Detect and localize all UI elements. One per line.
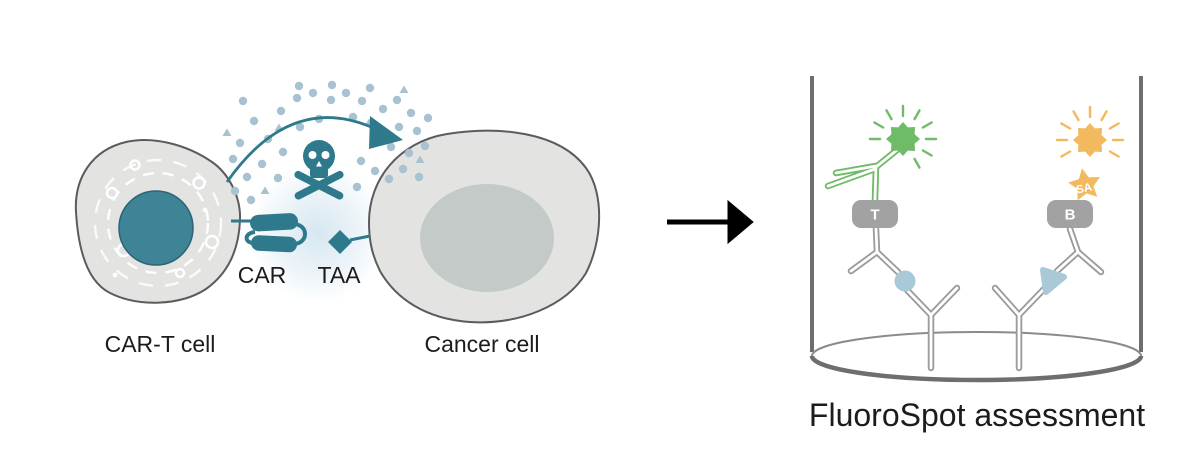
detection-antibody-t <box>847 225 902 276</box>
tcell-nucleus <box>118 190 194 266</box>
analyte-cytokine-triangle <box>1040 267 1067 295</box>
tag-b-badge: B <box>1047 200 1093 228</box>
capture-antibody-left <box>902 284 961 372</box>
car-t-cell <box>74 139 242 304</box>
tag-t-label: T <box>870 207 879 224</box>
fluorophore-green-rays <box>868 104 938 169</box>
secretion-arc <box>225 116 403 183</box>
tag-b-label: B <box>1065 207 1076 224</box>
streptavidin-label: SA <box>1075 181 1093 196</box>
fluorophore-green-icon <box>868 104 938 169</box>
car-t-cell-label: CAR-T cell <box>104 331 216 357</box>
fluorophore-orange-rays <box>1055 105 1125 158</box>
synapse-glow <box>248 163 388 303</box>
car-label: CAR <box>237 262 287 288</box>
cancer-cell <box>367 129 601 324</box>
cancer-nucleus <box>420 184 554 292</box>
detection-antibody-b <box>1053 225 1105 276</box>
streptavidin-star: SA <box>1068 168 1100 201</box>
analyte-cytokine-circle <box>894 270 916 292</box>
tag-t-badge: T <box>852 200 898 228</box>
fluorospot-caption: FluoroSpot assessment <box>808 397 1146 433</box>
assay-well: SA T B <box>809 76 1144 383</box>
taa-antigen <box>328 230 371 254</box>
transition-arrow-icon <box>667 199 754 245</box>
taa-label: TAA <box>317 262 361 288</box>
fluorophore-orange-icon <box>1055 105 1125 158</box>
capture-antibody-right <box>991 284 1048 372</box>
anti-tag-antibody-green <box>824 146 901 203</box>
cancer-cell-label: Cancer cell <box>424 331 540 357</box>
car-receptor <box>231 213 307 253</box>
skull-crossbones-icon <box>294 140 344 200</box>
cytokine-dots <box>222 80 433 205</box>
arc-arrowhead-icon <box>369 116 403 149</box>
